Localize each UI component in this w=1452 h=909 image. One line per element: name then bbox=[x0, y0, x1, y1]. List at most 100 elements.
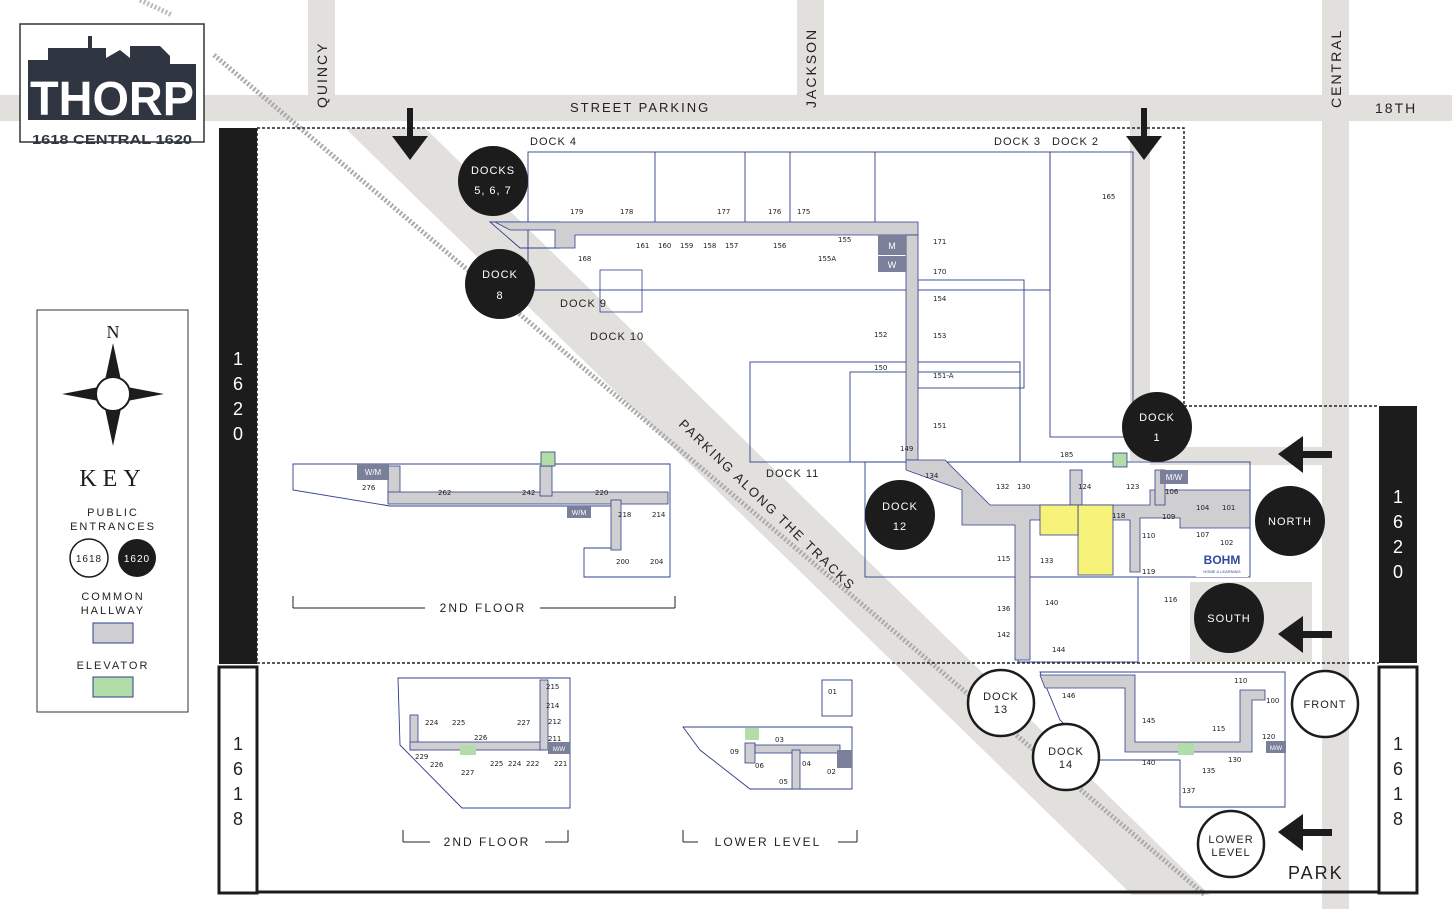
room-number: 178 bbox=[620, 208, 633, 216]
thorp-logo: THORP 1618 CENTRAL 1620 bbox=[19, 23, 205, 147]
floorplan-1618-2nd: M/W 215 214 212 211 224 225 226 227 229 … bbox=[397, 677, 571, 849]
entrance-label: DOCK bbox=[482, 269, 518, 281]
building-1618-band bbox=[217, 665, 1419, 895]
key-public-entrances: ENTRANCES bbox=[70, 521, 156, 533]
room-number: 154 bbox=[933, 295, 947, 303]
railroad-track bbox=[138, 0, 1207, 897]
room-number: 212 bbox=[548, 718, 561, 726]
room-number: 116 bbox=[1164, 596, 1178, 604]
room-number: 135 bbox=[1202, 767, 1215, 775]
room-number: 156 bbox=[773, 242, 787, 250]
band-1620-right-digits: 1 6 2 0 bbox=[1393, 487, 1403, 582]
dock3-label: DOCK 3 bbox=[994, 136, 1041, 148]
dock9-label: DOCK 9 bbox=[560, 298, 607, 310]
room-number: 151 bbox=[933, 422, 946, 430]
entrance-front: FRONT bbox=[1290, 669, 1360, 739]
room-number: 04 bbox=[802, 760, 811, 768]
arrow-left-icon bbox=[1278, 814, 1332, 851]
room-number: 242 bbox=[522, 489, 535, 497]
dock-text-labels: DOCK 4 DOCK 3 DOCK 2 DOCK 9 DOCK 10 DOCK… bbox=[530, 136, 1098, 480]
room-number: 224 bbox=[425, 719, 439, 727]
band-1618-left-digits: 1 6 1 8 bbox=[233, 734, 243, 829]
mw-w-label: W bbox=[888, 260, 897, 270]
arrow-down-icon bbox=[392, 108, 428, 160]
entrance-docks-567: DOCKS 5, 6, 7 bbox=[458, 146, 528, 216]
park-label: PARK bbox=[1288, 863, 1344, 883]
room-number: 134 bbox=[925, 472, 939, 480]
entrance-label: SOUTH bbox=[1207, 613, 1251, 625]
room-number: 142 bbox=[997, 631, 1010, 639]
room-number: 221 bbox=[554, 760, 567, 768]
room-number: 171 bbox=[933, 238, 946, 246]
band-digit: 6 bbox=[233, 759, 243, 779]
room-number: 118 bbox=[1112, 512, 1125, 520]
entrance-arrows bbox=[392, 108, 1332, 851]
entrance-label: FRONT bbox=[1304, 699, 1347, 711]
key-common-hallway: COMMON bbox=[81, 591, 144, 603]
band-digit: 0 bbox=[1393, 562, 1403, 582]
room-number: 130 bbox=[1228, 756, 1241, 764]
room-number: 227 bbox=[517, 719, 530, 727]
entrance-label: DOCK bbox=[1048, 746, 1084, 758]
band-digit: 1 bbox=[1393, 784, 1403, 804]
floorplan-1618-lower: 01 03 04 05 06 09 02 LOWER LEVEL bbox=[682, 679, 858, 849]
entrance-label: LOWER bbox=[1208, 834, 1253, 846]
arrow-down-icon bbox=[1126, 108, 1162, 160]
entrance-label: LEVEL bbox=[1211, 847, 1250, 859]
compass-north-label: N bbox=[107, 322, 120, 342]
mw-label: M/W bbox=[1270, 746, 1283, 752]
room-number: 140 bbox=[1045, 599, 1058, 607]
room-number: 09 bbox=[730, 748, 739, 756]
entrance-dock-8: DOCK 8 bbox=[465, 249, 535, 319]
map-key: N KEY PUBLIC ENTRANCES 1618 1620 COMMON … bbox=[36, 309, 189, 713]
entrance-label: 14 bbox=[1059, 759, 1073, 771]
room-number: 132 bbox=[996, 483, 1009, 491]
room-number: 123 bbox=[1126, 483, 1139, 491]
room-number: 229 bbox=[415, 753, 428, 761]
entrance-label: 8 bbox=[496, 290, 503, 302]
room-number: 165 bbox=[1102, 193, 1115, 201]
room-number: 124 bbox=[1078, 483, 1092, 491]
key-common-hallway: HALLWAY bbox=[81, 605, 146, 617]
room-number: 218 bbox=[618, 511, 631, 519]
room-number: 107 bbox=[1196, 531, 1209, 539]
band-1618-right-digits: 1 6 1 8 bbox=[1393, 734, 1403, 829]
band-digit: 6 bbox=[1393, 512, 1403, 532]
mw-label: M/W bbox=[1166, 473, 1183, 482]
arrow-left-icon bbox=[1278, 616, 1332, 653]
room-number: 03 bbox=[775, 736, 784, 744]
key-elevator-swatch bbox=[92, 676, 134, 698]
room-number: 02 bbox=[827, 768, 836, 776]
dock10-label: DOCK 10 bbox=[590, 331, 644, 343]
key-public-entrances: PUBLIC bbox=[87, 507, 139, 519]
room-number: 276 bbox=[362, 484, 376, 492]
room-number: 168 bbox=[578, 255, 591, 263]
room-number: 146 bbox=[1062, 692, 1076, 700]
arrow-left-icon bbox=[1278, 436, 1332, 473]
room-number: 226 bbox=[474, 734, 488, 742]
key-elevator: ELEVATOR bbox=[77, 660, 150, 672]
room-number: 150 bbox=[874, 364, 887, 372]
room-number: 133 bbox=[1040, 557, 1053, 565]
room-number: 220 bbox=[595, 489, 608, 497]
street-jackson: JACKSON bbox=[803, 28, 819, 108]
street-quincy: QUINCY bbox=[314, 42, 330, 108]
property-lines bbox=[256, 127, 1379, 664]
room-number: 110 bbox=[1142, 532, 1155, 540]
room-number: 177 bbox=[717, 208, 730, 216]
room-number: 155 bbox=[838, 236, 851, 244]
mw-wm-label: W/M bbox=[572, 510, 587, 517]
room-number: 211 bbox=[548, 735, 561, 743]
band-digit: 2 bbox=[1393, 537, 1403, 557]
band-digit: 0 bbox=[233, 424, 243, 444]
room-number: 225 bbox=[452, 719, 465, 727]
room-number: 152 bbox=[874, 331, 887, 339]
entrance-dock-14: DOCK 14 bbox=[1031, 722, 1101, 792]
room-number: 179 bbox=[570, 208, 583, 216]
street-parking: STREET PARKING bbox=[570, 100, 710, 115]
room-number: 140 bbox=[1142, 759, 1155, 767]
entrance-label: 13 bbox=[994, 704, 1008, 716]
key-1620: 1620 bbox=[124, 554, 150, 565]
band-digit: 2 bbox=[233, 399, 243, 419]
